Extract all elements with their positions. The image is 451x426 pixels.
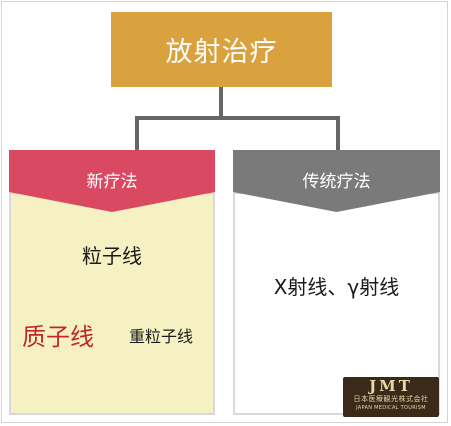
traditional-therapy-banner: 传统疗法	[233, 150, 440, 214]
heavy-ion-beam-node: 重粒子线	[129, 327, 194, 346]
jmt-logo: JMT 日本医療観光株式会社 JAPAN MEDICAL TOURISM	[343, 377, 439, 417]
particle-beam-node: 粒子线	[82, 244, 142, 268]
logo-english-name: JAPAN MEDICAL TOURISM	[356, 405, 426, 411]
proton-beam-node: 质子线	[22, 323, 94, 351]
root-label: 放射治疗	[165, 37, 278, 68]
new-therapy-label: 新疗法	[86, 172, 138, 192]
logo-mark: JMT	[369, 377, 413, 395]
root-node: 放射治疗	[111, 12, 332, 87]
new-therapy-panel	[9, 192, 215, 415]
traditional-therapy-label: 传统疗法	[302, 172, 371, 192]
xray-gamma-node: X射线、γ射线	[273, 275, 400, 299]
new-therapy-banner: 新疗法	[9, 150, 215, 214]
logo-japanese-name: 日本医療観光株式会社	[353, 395, 429, 403]
